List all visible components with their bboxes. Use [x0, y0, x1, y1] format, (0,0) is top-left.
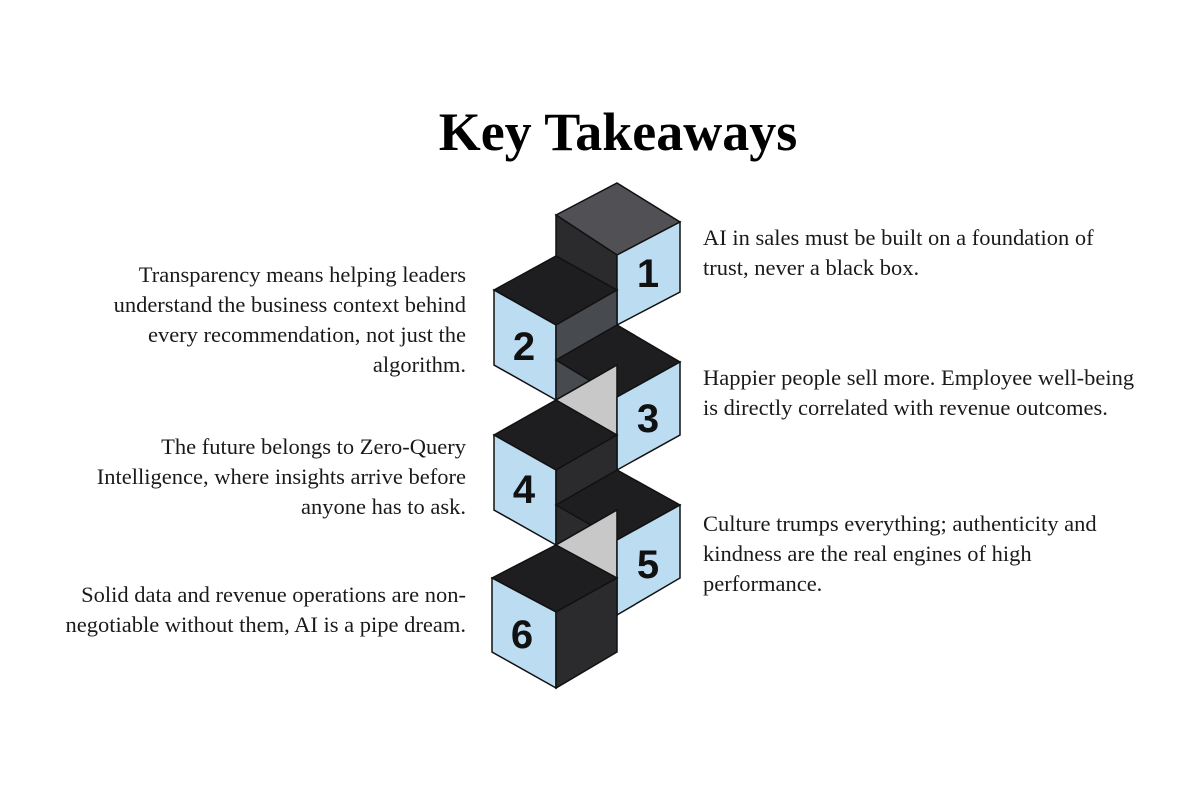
cube-6-right-face [555, 576, 618, 690]
cube-6-number: 6 [511, 613, 533, 657]
cube-4: 4 [492, 399, 619, 547]
cube-2-number: 2 [513, 325, 535, 369]
takeaway-2-text: Transparency means helping leaders under… [113, 262, 466, 377]
cube-6: 6 [490, 544, 619, 690]
page-title: Key Takeaways [438, 102, 798, 162]
cube-1-number: 1 [637, 252, 659, 296]
cube-4-number: 4 [513, 468, 536, 512]
takeaway-3-text: Happier people sell more. Employee well-… [703, 365, 1135, 420]
takeaway-4-text: The future belongs to Zero-Query Intelli… [96, 434, 466, 519]
takeaway-1-text: AI in sales must be built on a foundatio… [703, 225, 1094, 280]
takeaway-6-text: Solid data and revenue operations are no… [65, 582, 466, 637]
cube-3-number: 3 [637, 397, 659, 441]
takeaway-5-text: Culture trumps everything; authenticity … [703, 511, 1097, 596]
cube-5-number: 5 [637, 543, 659, 587]
